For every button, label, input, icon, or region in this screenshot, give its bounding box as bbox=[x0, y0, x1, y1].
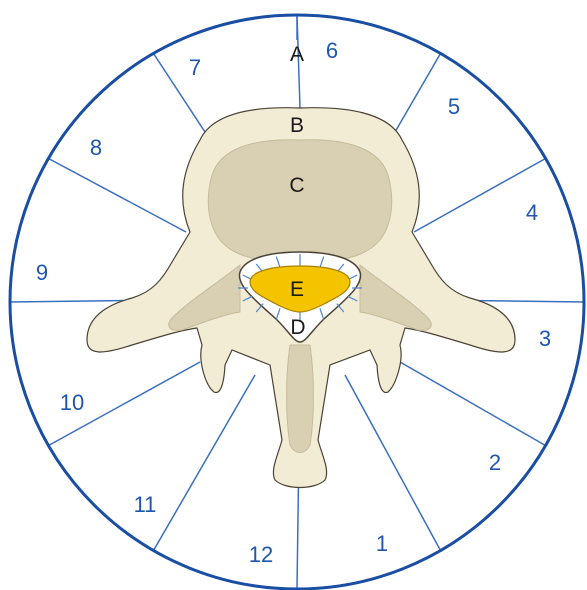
letter-b: B bbox=[290, 114, 304, 137]
sector-divider bbox=[154, 375, 256, 551]
sector-divider bbox=[400, 362, 546, 446]
letter-c: C bbox=[289, 174, 304, 197]
sector-number-4: 4 bbox=[526, 200, 538, 225]
sector-number-1: 1 bbox=[376, 531, 388, 556]
sector-divider bbox=[49, 159, 187, 233]
vertebral-body-inner bbox=[208, 140, 391, 262]
sector-number-5: 5 bbox=[448, 94, 460, 119]
sector-number-3: 3 bbox=[539, 326, 551, 351]
spinous-process-shade bbox=[287, 345, 314, 453]
sector-divider bbox=[345, 375, 441, 551]
sector-number-8: 8 bbox=[90, 135, 102, 160]
sector-number-11: 11 bbox=[134, 492, 157, 517]
sector-number-2: 2 bbox=[489, 450, 501, 475]
sector-number-12: 12 bbox=[249, 542, 273, 567]
sector-number-7: 7 bbox=[189, 55, 201, 80]
letter-e: E bbox=[290, 278, 304, 301]
sector-number-10: 10 bbox=[60, 390, 84, 415]
sector-number-9: 9 bbox=[36, 260, 48, 285]
sector-divider bbox=[395, 54, 441, 133]
sector-number-6: 6 bbox=[326, 38, 338, 63]
letter-d: D bbox=[290, 316, 305, 339]
letter-a: A bbox=[290, 43, 304, 66]
